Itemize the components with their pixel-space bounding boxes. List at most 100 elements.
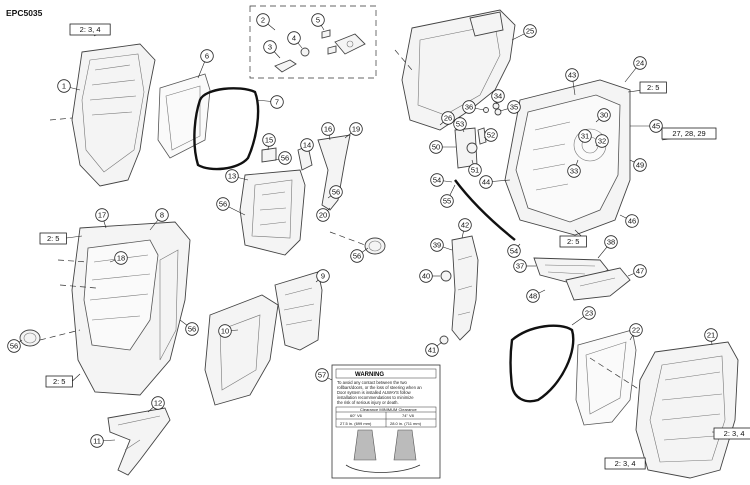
part-cable-55 bbox=[454, 179, 516, 241]
part-knob-left bbox=[19, 329, 41, 347]
callout-56: 56 bbox=[7, 339, 23, 353]
callout-label: 26 bbox=[444, 114, 452, 123]
callout-label: 54 bbox=[433, 176, 441, 185]
box-callout: 2: 3, 4 bbox=[69, 23, 111, 37]
callout-label: 31 bbox=[581, 132, 589, 141]
callout-label: 43 bbox=[568, 71, 576, 80]
callout-label: 36 bbox=[465, 103, 473, 112]
callout-label: 46 bbox=[628, 217, 636, 226]
callout-4: 4 bbox=[287, 31, 303, 49]
part-right-door-24 bbox=[504, 79, 631, 236]
document-id: EPC5035 bbox=[6, 8, 43, 18]
box-callout: 2: 3, 4 bbox=[604, 457, 646, 470]
callout-17: 17 bbox=[95, 208, 109, 229]
box-callout: 2: 5 bbox=[627, 81, 667, 94]
box-callout: 2: 5 bbox=[45, 373, 81, 388]
box-callout: 2: 3, 4 bbox=[711, 427, 750, 440]
part-right-lower-door-21 bbox=[635, 341, 739, 479]
part-seal-7 bbox=[193, 87, 260, 171]
part-fastener-35 bbox=[494, 108, 502, 116]
warning-label: WARNING To avoid any contact between the… bbox=[331, 364, 441, 479]
part-pillar-16 bbox=[317, 134, 351, 211]
warning-line-4: installation recommendations to minimize bbox=[337, 395, 414, 400]
alignment-line-5 bbox=[329, 231, 366, 246]
alignment-line-2 bbox=[57, 259, 89, 263]
callout-label: 20 bbox=[319, 211, 327, 220]
callout-label: 45 bbox=[652, 122, 660, 131]
alignment-line-3 bbox=[59, 284, 97, 289]
callout-label: 50 bbox=[432, 143, 440, 152]
callout-51: 51 bbox=[468, 159, 482, 177]
callout-56: 56 bbox=[274, 151, 292, 165]
warning-table-header: Clearance MINIMUM Clearance bbox=[360, 407, 417, 412]
callout-44: 44 bbox=[479, 175, 511, 189]
callout-label: 56 bbox=[332, 188, 340, 197]
callout-12: 12 bbox=[147, 396, 165, 413]
callout-label: 15 bbox=[265, 136, 273, 145]
callout-label: 16 bbox=[324, 125, 332, 134]
warning-line-5: the risk of serious injury or death. bbox=[337, 400, 399, 405]
callout-19: 19 bbox=[344, 122, 363, 139]
callout-56: 56 bbox=[216, 197, 246, 216]
box-callout-label: 2: 5 bbox=[53, 377, 66, 386]
callout-6: 6 bbox=[197, 49, 214, 79]
box-callout-label: 2: 5 bbox=[647, 83, 660, 92]
callout-34: 34 bbox=[491, 89, 505, 105]
callout-26: 26 bbox=[439, 111, 455, 126]
callout-57: 57 bbox=[315, 368, 333, 382]
box-callout: 2: 5 bbox=[39, 232, 83, 245]
callout-label: 56 bbox=[353, 252, 361, 261]
callout-46: 46 bbox=[619, 214, 639, 228]
callout-38: 38 bbox=[597, 235, 618, 259]
part-upper-right-frame-25 bbox=[401, 9, 516, 131]
callout-21: 21 bbox=[704, 328, 718, 346]
alignment-line-4 bbox=[39, 329, 81, 341]
callout-31: 31 bbox=[578, 129, 592, 143]
callout-40: 40 bbox=[419, 269, 440, 283]
callout-35: 35 bbox=[499, 100, 521, 114]
alignment-line-1 bbox=[49, 117, 73, 121]
callout-1: 1 bbox=[57, 79, 81, 93]
callout-22: 22 bbox=[629, 323, 643, 341]
callout-label: 1 bbox=[62, 82, 66, 91]
callout-label: 41 bbox=[428, 346, 436, 355]
callout-label: 54 bbox=[510, 247, 518, 256]
part-lower-bracket-11 bbox=[107, 407, 171, 476]
box-callout-label: 27, 28, 29 bbox=[672, 129, 705, 138]
callout-9: 9 bbox=[315, 269, 330, 283]
callout-label: 7 bbox=[275, 98, 279, 107]
callout-33: 33 bbox=[567, 159, 581, 178]
callout-54: 54 bbox=[430, 173, 453, 187]
callout-55: 55 bbox=[440, 184, 456, 208]
callout-label: 17 bbox=[98, 211, 106, 220]
callout-label: 12 bbox=[154, 399, 162, 408]
part-upper-left-door bbox=[71, 43, 156, 187]
callout-label: 25 bbox=[526, 27, 534, 36]
part-lower-panel-9 bbox=[274, 271, 323, 351]
warning-val-1: 27.5 in. (699 mm) bbox=[340, 421, 372, 426]
callout-label: 21 bbox=[707, 331, 715, 340]
box-callout-label: 2: 3, 4 bbox=[724, 429, 745, 438]
callout-label: 56 bbox=[281, 154, 289, 163]
callout-48: 48 bbox=[526, 289, 546, 303]
warning-line-3: Door system is installed ALWAYS follow bbox=[337, 390, 412, 395]
callout-label: 56 bbox=[188, 325, 196, 334]
part-knob-center bbox=[364, 237, 386, 255]
callout-label: 33 bbox=[570, 167, 578, 176]
callout-label: 44 bbox=[482, 178, 490, 187]
callout-label: 6 bbox=[205, 52, 209, 61]
part-center-frame-13 bbox=[239, 169, 306, 256]
callout-label: 49 bbox=[636, 161, 644, 170]
callout-42: 42 bbox=[458, 218, 472, 239]
callout-label: 57 bbox=[318, 371, 326, 380]
callout-10: 10 bbox=[218, 324, 239, 338]
box-callout-layer: 2: 3, 42: 527, 28, 292: 3, 42: 52: 52: 5… bbox=[39, 23, 750, 470]
callout-label: 3 bbox=[268, 43, 272, 52]
callout-2: 2 bbox=[256, 13, 276, 31]
callout-label: 56 bbox=[10, 342, 18, 351]
callout-label: 24 bbox=[636, 59, 644, 68]
warning-val-2: 28.0 in. (711 mm) bbox=[390, 421, 422, 426]
box-callout-label: 2: 5 bbox=[47, 234, 60, 243]
callout-label: 53 bbox=[456, 120, 464, 129]
